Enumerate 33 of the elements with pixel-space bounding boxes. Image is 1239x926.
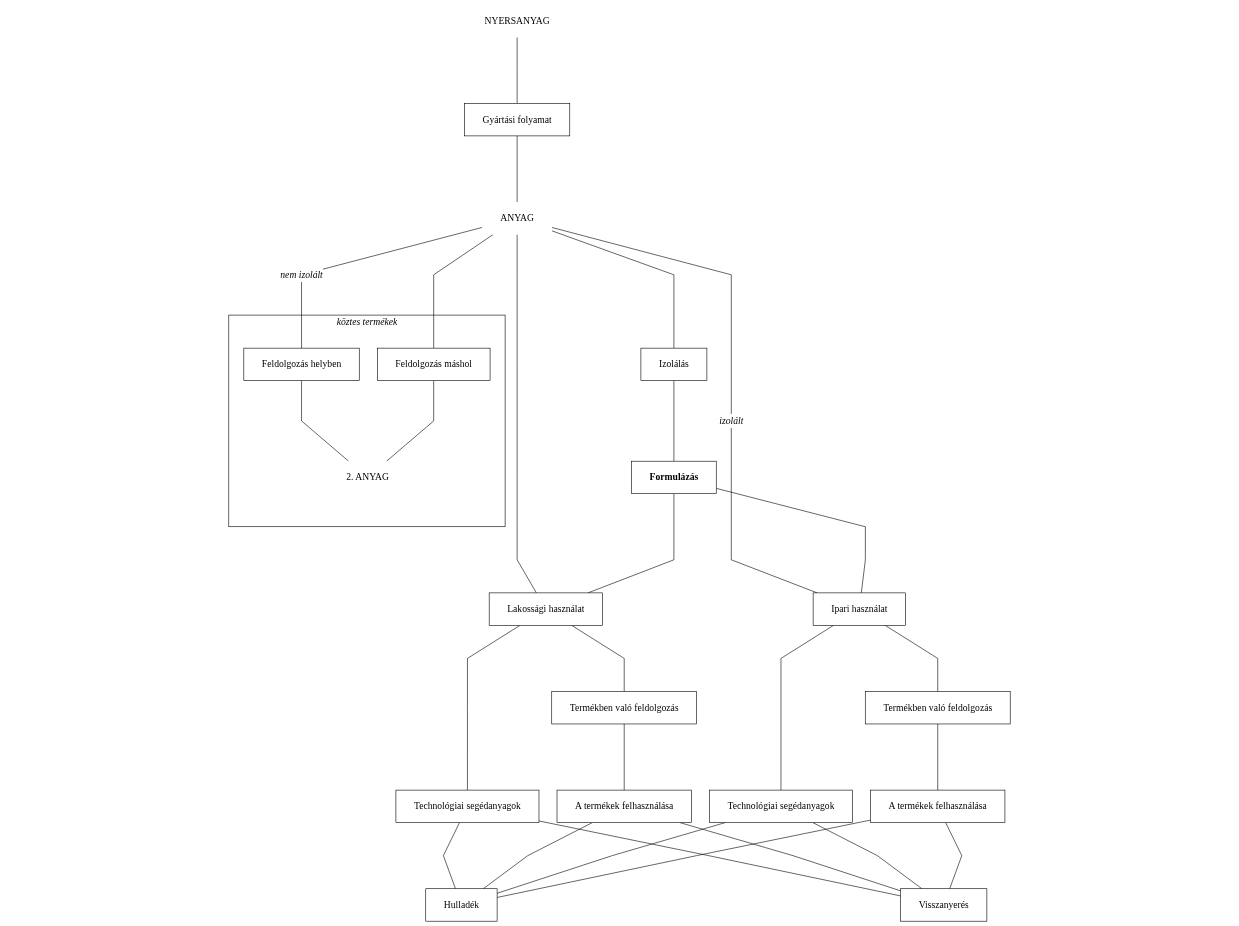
node-box: Formulázás	[631, 460, 717, 494]
node-box: Technológiai segédanyagok	[395, 789, 540, 823]
node-box: Gyártási folyamat	[464, 103, 571, 137]
node-box: Ipari használat	[812, 592, 906, 626]
node-box: Technológiai segédanyagok	[709, 789, 853, 823]
node-box: Izolálás	[640, 347, 708, 381]
node-box: Feldolgozás máshol	[377, 347, 491, 381]
edge-label: nem izolált	[280, 269, 323, 280]
connector	[571, 625, 625, 692]
connector	[433, 234, 494, 349]
node-box: Termékben való feldolgozás	[551, 691, 697, 725]
edge-label: izolált	[719, 415, 744, 426]
node-text: 2. ANYAG	[346, 472, 389, 483]
node-box: Hulladék	[425, 888, 498, 922]
node-box: Lakossági használat	[488, 592, 603, 626]
node-box: A termékek felhasználása	[870, 789, 1006, 823]
connector	[780, 625, 834, 791]
node-box: A termékek felhasználása	[556, 789, 692, 823]
node-box: Feldolgozás helyben	[243, 347, 360, 381]
connector	[812, 822, 923, 889]
connector	[301, 227, 483, 349]
node-box: Visszanyerés	[900, 888, 988, 922]
connector	[538, 820, 901, 897]
connector	[715, 488, 866, 594]
connector	[884, 625, 939, 692]
connector	[496, 819, 871, 898]
node-text: ANYAG	[500, 212, 534, 224]
node-box: Termékben való feldolgozás	[864, 691, 1011, 725]
connector	[482, 822, 593, 889]
connector	[443, 822, 460, 889]
connector	[945, 822, 963, 889]
node-text: NYERSANYAG	[484, 15, 550, 26]
connector	[467, 625, 521, 791]
